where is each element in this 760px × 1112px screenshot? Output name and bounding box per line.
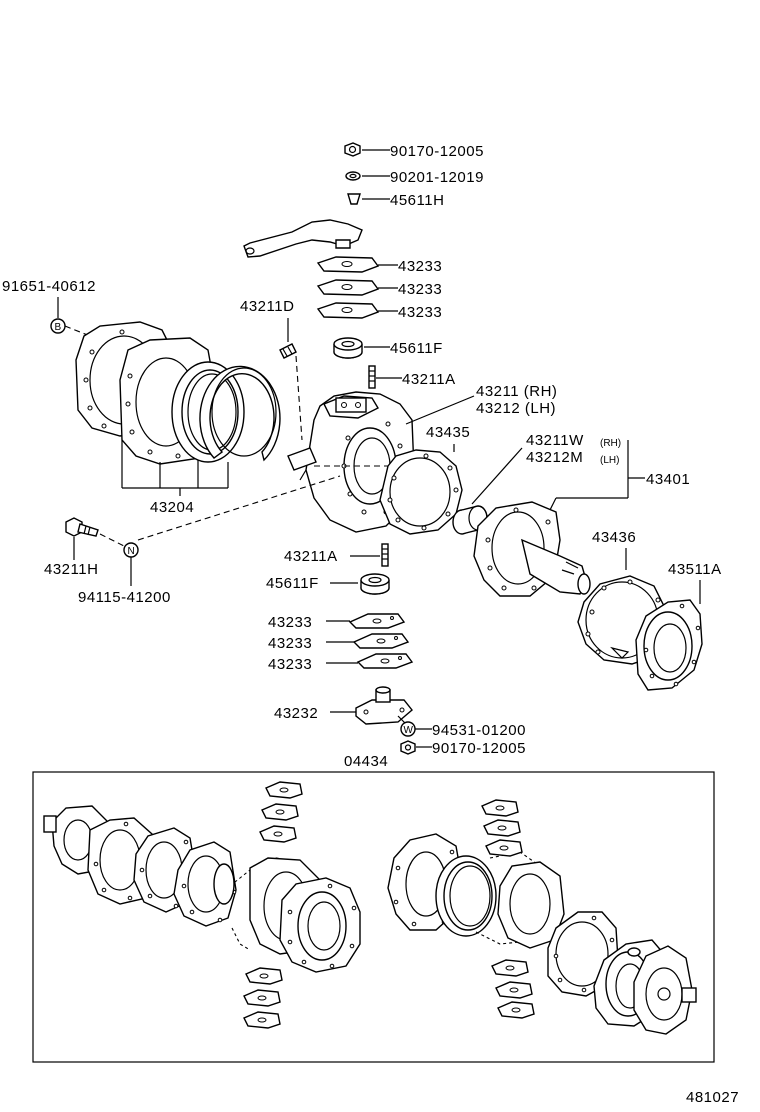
marker-b: B [50, 318, 66, 334]
cone-washer-45611h [347, 193, 361, 205]
shim-43233-a [316, 256, 380, 273]
label-43233-c: 43233 [398, 304, 442, 321]
nut-90170-bot [400, 740, 416, 755]
bearing-45611f-top [333, 337, 363, 359]
shim-43233-f [356, 653, 414, 669]
label-43436: 43436 [592, 529, 636, 546]
kit-right-assembly [387, 833, 697, 1035]
label-90201-12019: 90201-12019 [390, 169, 484, 186]
shim-43233-b [316, 279, 380, 296]
label-43233-d: 43233 [268, 614, 312, 631]
spindle-bushing-43211w [452, 505, 488, 535]
stud-43211a-bot [381, 543, 389, 567]
label-45611f-top: 45611F [390, 340, 443, 357]
label-43233-a: 43233 [398, 258, 442, 275]
steering-arm [243, 219, 363, 258]
label-43212m-lh: (LH) [600, 455, 619, 466]
marker-b-letter: B [55, 322, 62, 333]
bolt-43211h [65, 517, 99, 537]
shim-43233-d [348, 613, 406, 629]
dowel-43211d [279, 343, 297, 359]
label-43211a-top: 43211A [402, 371, 456, 388]
figure-number: 481027 [686, 1089, 739, 1106]
label-43233-b: 43233 [398, 281, 442, 298]
bracket-43401 [549, 440, 645, 511]
split-seal-ring [199, 365, 281, 462]
seal-43511a [635, 599, 703, 691]
label-43211h: 43211H [44, 561, 98, 578]
label-43211a-bot: 43211A [284, 548, 338, 565]
label-90170-12005-top: 90170-12005 [390, 143, 484, 160]
label-43211w: 43211W [526, 432, 584, 449]
kit-04434-frame [32, 771, 715, 1063]
nut-90170-top [344, 142, 361, 157]
gasket-43435 [379, 449, 463, 535]
label-04434: 04434 [344, 753, 388, 770]
label-91651-40612: 91651-40612 [2, 278, 96, 295]
label-43211-rh: 43211 (RH) [476, 383, 557, 400]
label-45611h: 45611H [390, 192, 444, 209]
stud-43211a-top [368, 365, 376, 389]
marker-w: W [400, 721, 416, 737]
shim-43233-c [316, 302, 380, 319]
label-43212-lh: 43212 (LH) [476, 400, 556, 417]
label-43212m: 43212M [526, 449, 583, 466]
label-43233-f: 43233 [268, 656, 312, 673]
label-43511a: 43511A [668, 561, 722, 578]
shim-43233-e [352, 633, 410, 649]
label-90170-12005-bot: 90170-12005 [432, 740, 526, 757]
lower-arm-43232 [355, 686, 413, 725]
washer-90201 [345, 171, 361, 181]
label-45611f-bot: 45611F [266, 575, 319, 592]
kit-left-shims [243, 781, 303, 1029]
label-43435: 43435 [426, 424, 470, 441]
marker-n-letter: N [128, 546, 135, 557]
label-43204: 43204 [150, 499, 194, 516]
label-43233-e: 43233 [268, 635, 312, 652]
marker-w-letter: W [404, 725, 414, 736]
label-43211w-rh: (RH) [600, 438, 621, 449]
bearing-45611f-bot [360, 573, 390, 595]
kit-left-assembly [43, 805, 361, 973]
label-43401: 43401 [646, 471, 690, 488]
kit-right-shims [481, 799, 535, 1019]
label-94531-01200: 94531-01200 [432, 722, 526, 739]
label-43232: 43232 [274, 705, 318, 722]
label-43211d: 43211D [240, 298, 294, 315]
spindle-43401 [473, 501, 591, 597]
label-94115-41200: 94115-41200 [78, 589, 171, 606]
marker-n: N [123, 542, 139, 558]
bracket-43204 [121, 440, 229, 496]
